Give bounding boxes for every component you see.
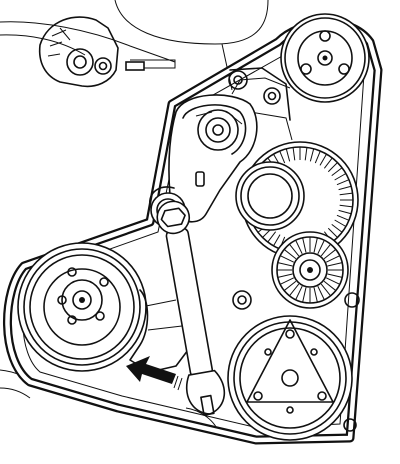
direction-arrow xyxy=(126,356,183,391)
crankshaft-pulley xyxy=(17,242,189,373)
coolant-pump-pulley xyxy=(227,290,360,441)
alternator xyxy=(228,67,359,259)
mounting-bracket xyxy=(38,16,145,88)
tensioner-idler-pulley xyxy=(271,231,349,309)
wrench xyxy=(156,200,226,416)
upper-idler-pulley xyxy=(280,13,370,103)
